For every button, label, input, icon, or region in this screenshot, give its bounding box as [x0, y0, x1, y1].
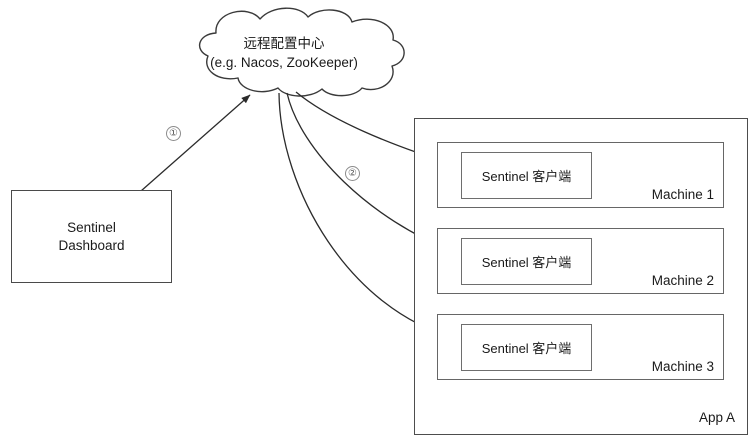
machine-label-3: Machine 3	[651, 359, 714, 374]
cloud-shape	[198, 7, 405, 97]
machine-label-2: Machine 2	[651, 273, 714, 288]
dashboard-label-line2: Dashboard	[58, 237, 125, 253]
machine-box-2: Sentinel 客户端 Machine 2	[437, 228, 724, 294]
sentinel-dashboard-label: Sentinel Dashboard	[58, 219, 124, 255]
step-marker-1: ①	[166, 126, 181, 141]
sentinel-dashboard-box: Sentinel Dashboard	[11, 190, 172, 283]
step-marker-2: ②	[345, 166, 360, 181]
sentinel-client-box-3: Sentinel 客户端	[461, 324, 592, 371]
sentinel-client-label-3: Sentinel 客户端	[481, 341, 572, 356]
sentinel-client-label-2: Sentinel 客户端	[481, 255, 572, 270]
machine-box-1: Sentinel 客户端 Machine 1	[437, 142, 724, 208]
app-label: App A	[698, 410, 735, 425]
dashboard-label-line1: Sentinel	[67, 219, 116, 235]
machine-box-3: Sentinel 客户端 Machine 3	[437, 314, 724, 380]
sentinel-client-box-1: Sentinel 客户端	[461, 152, 592, 199]
arrow-dashboard-to-cloud	[140, 94, 251, 192]
sentinel-client-label-1: Sentinel 客户端	[481, 169, 572, 184]
sentinel-client-box-2: Sentinel 客户端	[461, 238, 592, 285]
machine-label-1: Machine 1	[651, 187, 714, 202]
